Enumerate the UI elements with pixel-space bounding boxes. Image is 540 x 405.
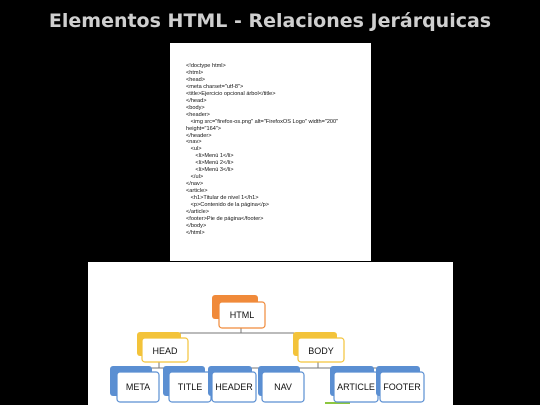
html-code-listing: <!doctype html> <html> <head> <meta char… [186, 63, 339, 236]
html-node-label: HTML [229, 310, 255, 320]
hierarchy-diagram: HTML HEAD BODY META TITLE HEADER NAV ART… [88, 262, 453, 405]
html-code-panel: <!doctype html> <html> <head> <meta char… [170, 43, 371, 261]
nav-node [261, 371, 305, 403]
head-node-label: HEAD [152, 346, 178, 356]
meta-node [116, 371, 160, 403]
head-node [141, 337, 189, 363]
nav-node-label: NAV [274, 382, 292, 392]
meta-node-label: META [125, 382, 151, 392]
footer-node [379, 371, 425, 403]
header-node-label: HEADER [215, 382, 253, 392]
html-node [218, 301, 266, 329]
footer-node-label: FOOTER [383, 382, 421, 392]
slide-title: Elementos HTML - Relaciones Jerárquicas [48, 10, 492, 32]
article-node-label: ARTICLE [337, 382, 375, 392]
body-node-label: BODY [308, 346, 334, 356]
header-node [211, 371, 257, 403]
body-node [297, 337, 345, 363]
title-node-label: TITLE [177, 382, 203, 392]
